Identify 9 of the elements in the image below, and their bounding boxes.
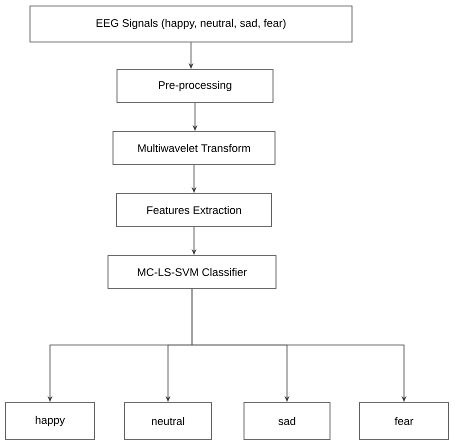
process-box: Multiwavelet Transform [112,131,276,165]
process-box: Features Extraction [116,193,272,227]
process-box: neutral [124,402,212,440]
process-box: fear [359,402,449,440]
process-box: Pre-processing [116,69,274,103]
process-box: sad [244,402,330,440]
process-box: EEG Signals (happy, neutral, sad, fear) [30,6,352,42]
process-box: happy [5,402,95,440]
process-box: MC-LS-SVM Classifier [108,255,276,289]
